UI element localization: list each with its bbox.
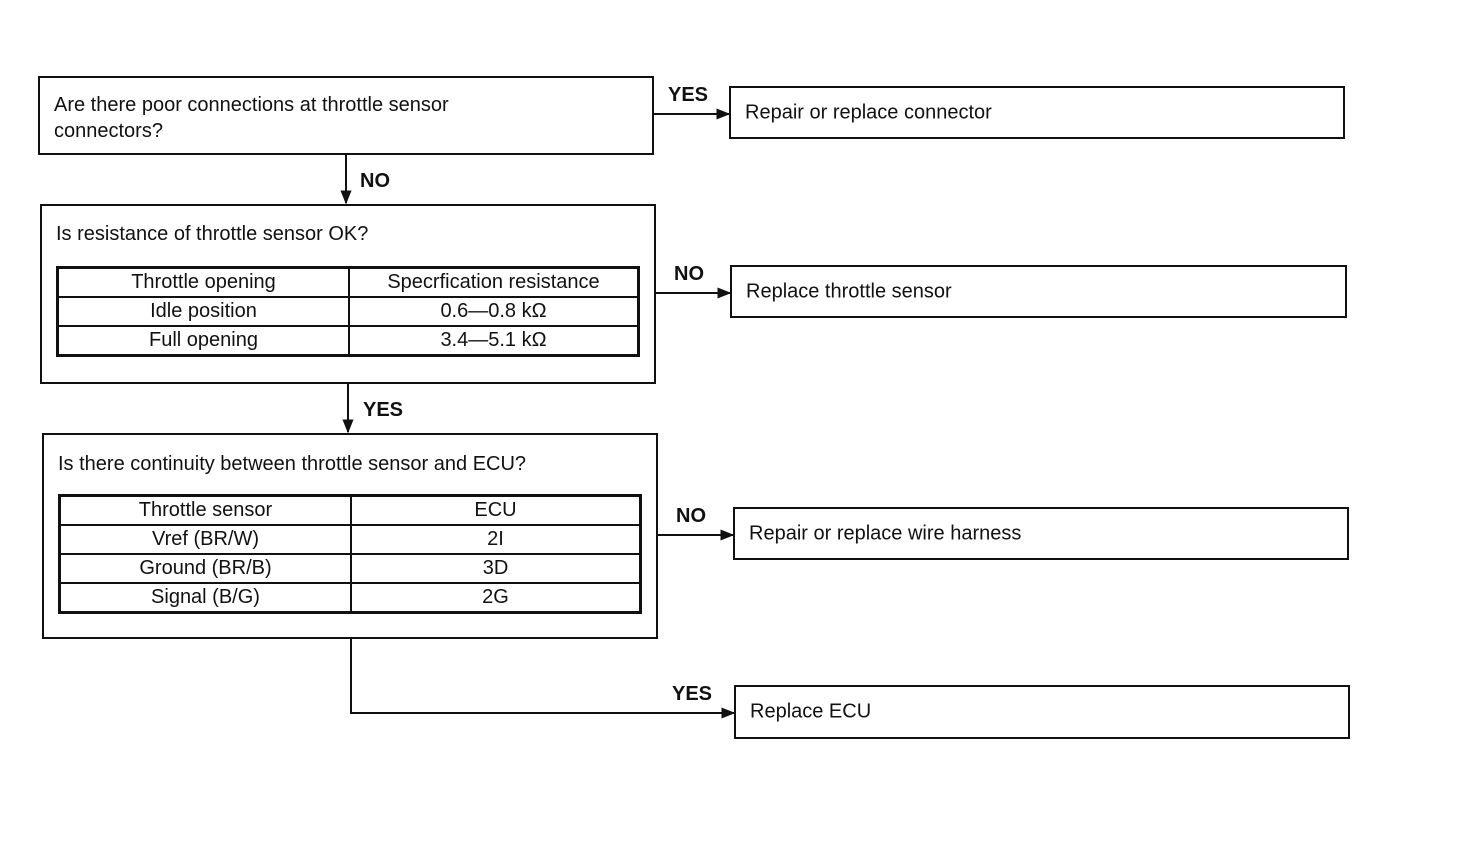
question-text: Are there poor connections at throttle s… bbox=[54, 92, 449, 144]
table-cell: Idle position bbox=[56, 296, 350, 327]
table-row: Idle position 0.6—0.8 kΩ bbox=[56, 296, 640, 327]
question-box-continuity: Is there continuity between throttle sen… bbox=[42, 433, 658, 639]
table-cell: Vref (BR/W) bbox=[58, 524, 352, 555]
result-box-repair-connector: Repair or replace connector bbox=[729, 86, 1345, 139]
q2-yes-label: YES bbox=[363, 399, 404, 421]
continuity-table: Throttle sensor ECU Vref (BR/W) 2I Groun… bbox=[58, 494, 642, 614]
table-header-row: Throttle sensor ECU bbox=[58, 494, 642, 526]
table-header-row: Throttle opening Specrfication resistanc… bbox=[56, 266, 640, 298]
question-box-resistance: Is resistance of throttle sensor OK? Thr… bbox=[40, 204, 656, 384]
result-text: Replace throttle sensor bbox=[746, 280, 952, 302]
q3-yes-arrow bbox=[350, 639, 736, 719]
q2-no-label: NO bbox=[674, 263, 704, 285]
table-header: Throttle opening bbox=[56, 266, 350, 298]
table-row: Signal (B/G) 2G bbox=[58, 582, 642, 614]
q1-no-label: NO bbox=[360, 170, 390, 192]
table-cell: 2G bbox=[350, 582, 642, 614]
question-text: Is there continuity between throttle sen… bbox=[58, 453, 527, 475]
table-header: ECU bbox=[350, 494, 642, 526]
question-text-line1: Are there poor connections at throttle s… bbox=[54, 94, 449, 116]
result-box-replace-ecu: Replace ECU bbox=[734, 685, 1350, 739]
result-text: Replace ECU bbox=[750, 700, 872, 723]
question-text-line2: connectors? bbox=[54, 120, 163, 142]
result-text: Repair or replace wire harness bbox=[749, 522, 1022, 544]
question-text: Is resistance of throttle sensor OK? bbox=[56, 223, 369, 245]
table-row: Full opening 3.4—5.1 kΩ bbox=[56, 325, 640, 357]
q3-yes-label: YES bbox=[672, 683, 713, 705]
table-row: Vref (BR/W) 2I bbox=[58, 524, 642, 555]
table-cell: 3D bbox=[350, 553, 642, 584]
resistance-spec-table: Throttle opening Specrfication resistanc… bbox=[56, 266, 640, 357]
q3-no-label: NO bbox=[676, 505, 706, 527]
table-cell: Signal (B/G) bbox=[58, 582, 352, 614]
q1-yes-label: YES bbox=[668, 84, 709, 106]
result-text: Repair or replace connector bbox=[745, 101, 992, 123]
table-cell: Ground (BR/B) bbox=[58, 553, 352, 584]
table-cell: Full opening bbox=[56, 325, 350, 357]
table-cell: 2I bbox=[350, 524, 642, 555]
result-box-replace-sensor: Replace throttle sensor bbox=[730, 265, 1347, 318]
table-cell: 0.6—0.8 kΩ bbox=[348, 296, 640, 327]
table-row: Ground (BR/B) 3D bbox=[58, 553, 642, 584]
table-header: Specrfication resistance bbox=[348, 266, 640, 298]
question-box-poor-connections: Are there poor connections at throttle s… bbox=[38, 76, 654, 155]
result-box-repair-harness: Repair or replace wire harness bbox=[733, 507, 1349, 560]
table-header: Throttle sensor bbox=[58, 494, 352, 526]
table-cell: 3.4—5.1 kΩ bbox=[348, 325, 640, 357]
